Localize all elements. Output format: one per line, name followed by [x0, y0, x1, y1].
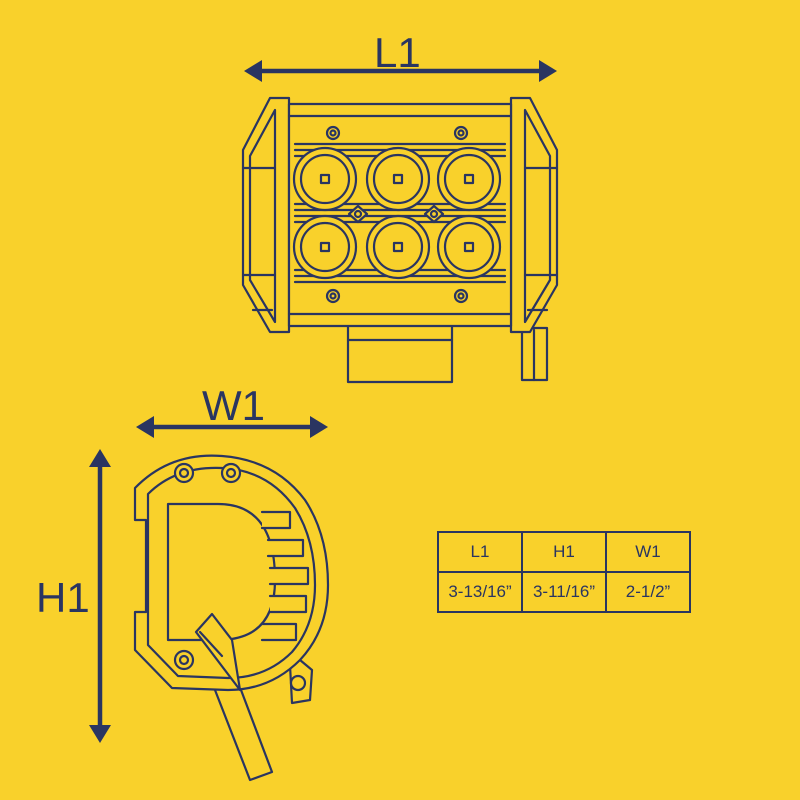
width-dimension-arrow [136, 416, 328, 438]
led-cup [365, 214, 431, 280]
front-screw [325, 288, 341, 304]
led-cup [292, 146, 358, 212]
side-screw [173, 649, 195, 671]
front-mount-bracket [346, 322, 454, 384]
width-label: W1 [202, 382, 265, 429]
led-cup [292, 214, 358, 280]
table-value-row: 3-13/16” 3-11/16” 2-1/2” [437, 571, 691, 613]
height-dimension-arrow [89, 449, 111, 743]
light-bar-side-view [133, 454, 330, 782]
led-cup [436, 214, 502, 280]
led-cup [436, 146, 502, 212]
length-label: L1 [374, 29, 421, 76]
front-screw [453, 125, 469, 141]
side-screw [173, 462, 195, 484]
height-label: H1 [36, 574, 90, 621]
table-header-cell: L1 [437, 531, 523, 573]
table-value-cell: 2-1/2” [605, 571, 691, 613]
led-cup [365, 146, 431, 212]
center-marker [423, 204, 445, 224]
table-header-cell: H1 [521, 531, 607, 573]
side-screw [220, 462, 242, 484]
light-bar-front-view [241, 96, 559, 384]
table-header-row: L1 H1 W1 [437, 531, 691, 573]
front-screw [325, 125, 341, 141]
table-header-cell: W1 [605, 531, 691, 573]
length-dimension-arrow [244, 60, 557, 82]
table-value-cell: 3-11/16” [521, 571, 607, 613]
center-marker [347, 204, 369, 224]
front-screw [453, 288, 469, 304]
table-value-cell: 3-13/16” [437, 571, 523, 613]
dimension-table: L1 H1 W1 3-13/16” 3-11/16” 2-1/2” [437, 531, 691, 613]
